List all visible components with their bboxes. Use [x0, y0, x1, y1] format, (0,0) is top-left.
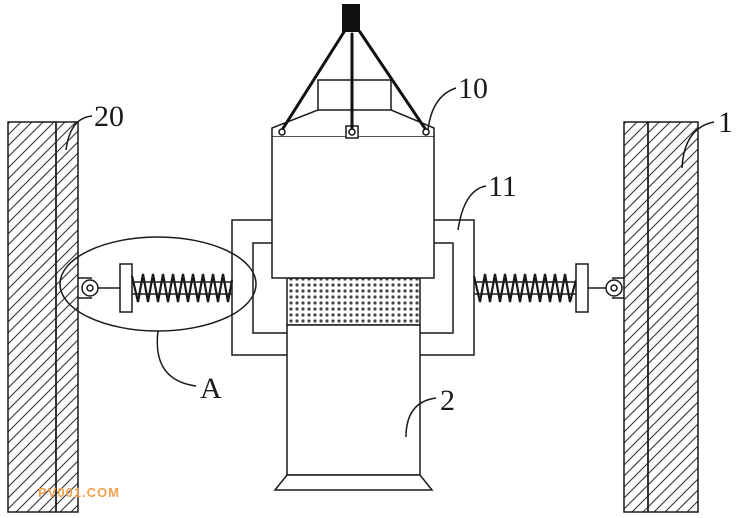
- label-10: 10: [458, 72, 488, 105]
- cable-hook: [342, 4, 360, 32]
- lower-body: [273, 277, 434, 491]
- label-a: A: [200, 372, 222, 405]
- leader-lines: [65, 87, 715, 438]
- right-spring-assembly: [472, 263, 624, 313]
- label-2: 2: [440, 384, 455, 417]
- left-spring-assembly: [78, 263, 234, 313]
- cable-anchor-points: [278, 128, 430, 136]
- hanging-cables: [280, 30, 428, 132]
- label-11: 11: [488, 170, 517, 203]
- upper-box: [271, 135, 435, 279]
- label-1: 1: [718, 106, 733, 139]
- watermark: PV001.COM: [38, 485, 120, 500]
- left-pole: [7, 121, 79, 513]
- label-20: 20: [94, 100, 124, 133]
- right-pole: [623, 121, 699, 513]
